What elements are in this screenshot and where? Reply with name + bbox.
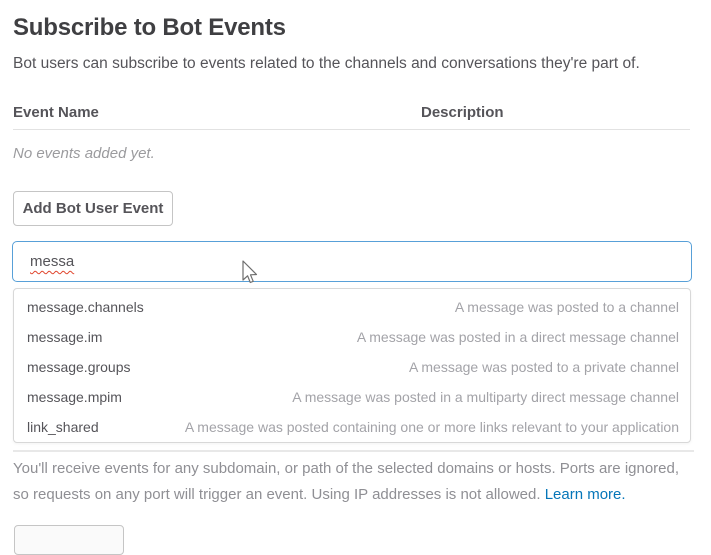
suggestion-item-message-im[interactable]: message.im A message was posted in a dir… (14, 322, 690, 352)
column-header-description: Description (421, 104, 504, 121)
empty-events-message: No events added yet. (13, 145, 155, 162)
event-search-input[interactable]: messa (12, 241, 692, 282)
suggestion-item-link-shared[interactable]: link_shared A message was posted contain… (14, 412, 690, 442)
suggestion-name: message.channels (27, 299, 144, 315)
suggestion-description: A message was posted in a multiparty dir… (292, 389, 679, 405)
section-divider (13, 450, 694, 452)
suggestion-item-message-channels[interactable]: message.channels A message was posted to… (14, 292, 690, 322)
domains-footer-note: You'll receive events for any subdomain,… (13, 456, 681, 508)
column-header-event-name: Event Name (13, 104, 99, 121)
event-suggestion-dropdown: message.channels A message was posted to… (13, 288, 691, 443)
suggestion-description: A message was posted containing one or m… (184, 419, 679, 435)
page-subtitle: Bot users can subscribe to events relate… (13, 55, 640, 72)
suggestion-name: message.groups (27, 359, 131, 375)
suggestion-name: link_shared (27, 419, 99, 435)
suggestion-description: A message was posted to a channel (454, 299, 679, 315)
domains-footer-text: You'll receive events for any subdomain,… (13, 460, 680, 503)
suggestion-description: A message was posted to a private channe… (408, 359, 679, 375)
suggestion-name: message.im (27, 329, 103, 345)
suggestion-item-message-mpim[interactable]: message.mpim A message was posted in a m… (14, 382, 690, 412)
suggestion-item-message-groups[interactable]: message.groups A message was posted to a… (14, 352, 690, 382)
learn-more-link[interactable]: Learn more. (544, 486, 626, 503)
suggestion-description: A message was posted in a direct message… (356, 329, 679, 345)
table-header-divider (13, 129, 690, 130)
partial-bottom-button[interactable] (14, 525, 124, 555)
page-title: Subscribe to Bot Events (13, 14, 286, 41)
subscribe-bot-events-page: Subscribe to Bot Events Bot users can su… (12, 14, 694, 555)
event-search-input-value: messa (30, 253, 75, 270)
add-bot-user-event-button[interactable]: Add Bot User Event (13, 191, 173, 226)
suggestion-name: message.mpim (27, 389, 122, 405)
